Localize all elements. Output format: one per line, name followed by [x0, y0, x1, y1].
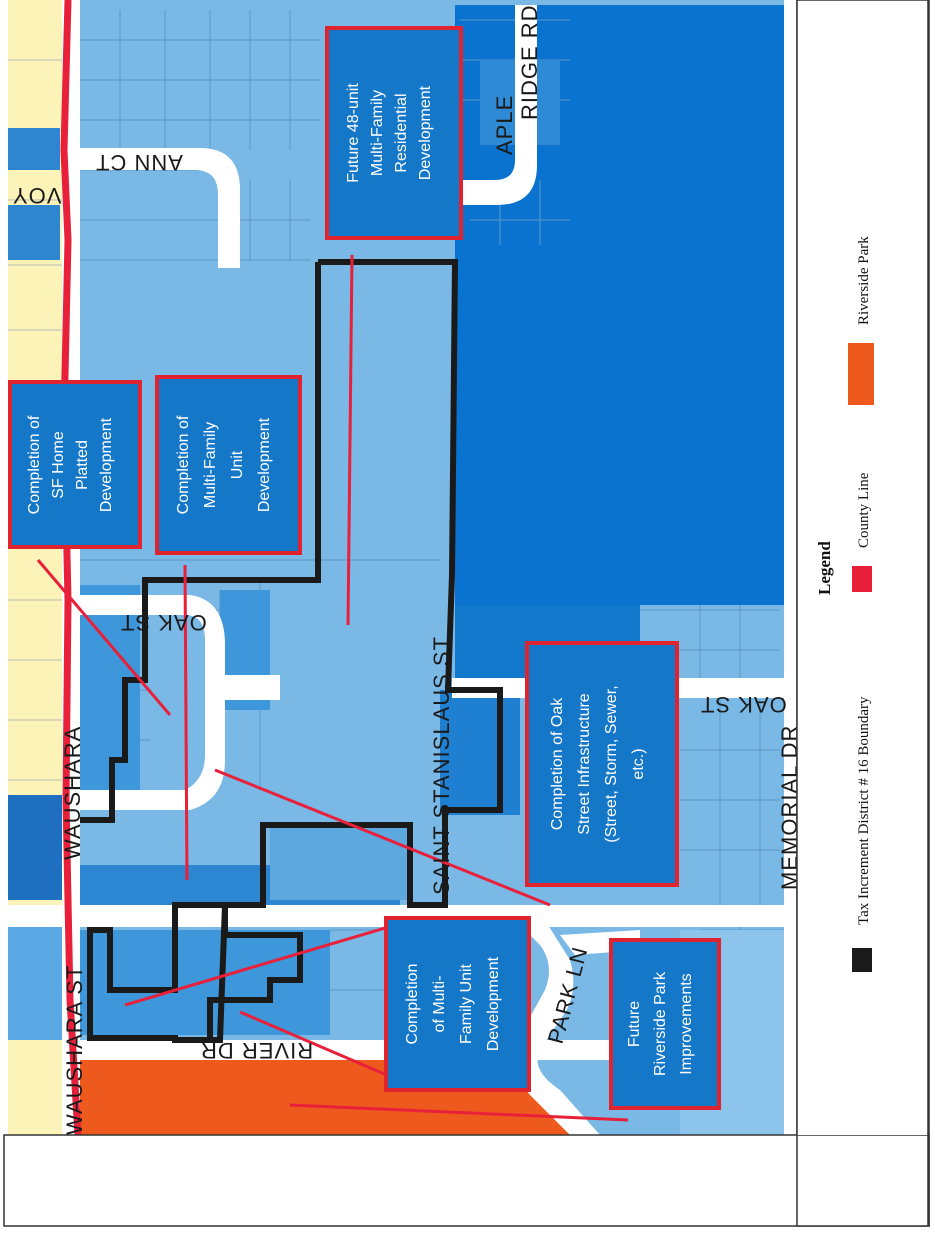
- legend-label-county: County Line: [856, 472, 872, 548]
- street-label-ridge-rd: RIDGE RD: [517, 4, 542, 120]
- outside-parcel-blue: [8, 128, 60, 170]
- red-box-icon: [852, 566, 872, 592]
- legend-label-riverside: Riverside Park: [856, 236, 872, 325]
- leader-mf-top: [183, 564, 189, 881]
- black-box-icon: [852, 948, 872, 972]
- callout-line: of Multi-: [431, 976, 448, 1033]
- street-label-river-dr: RIVER DR: [200, 1038, 313, 1063]
- callout-line: Multi-Family: [369, 90, 386, 176]
- street-park-ln: [514, 925, 600, 1135]
- callout-line: Future 48-unit: [345, 83, 362, 183]
- street-label-oak-bottom: OAK ST: [700, 692, 787, 717]
- callout-box: [525, 641, 679, 887]
- callout-line: Street Infrastructure: [576, 693, 593, 834]
- callout-future-48-unit: Future 48-unit Multi-Family Residential …: [325, 26, 463, 240]
- callout-line: Completion of: [26, 415, 43, 514]
- leader-mf-bottom-1: [124, 926, 386, 1007]
- callout-line: Riverside Park: [652, 971, 669, 1076]
- parcel-cluster: [440, 690, 520, 815]
- callout-line: etc.): [630, 748, 647, 779]
- callout-box: [384, 916, 531, 1092]
- leader-future-48: [346, 254, 354, 626]
- street-label-voy: VOY: [12, 183, 61, 208]
- street-label-ann-ct: ANN CT: [95, 150, 183, 175]
- page-bottom-frame: [3, 1134, 930, 1227]
- street-label-oak-top: OAK ST: [120, 610, 207, 635]
- tid-boundary: [80, 259, 503, 1043]
- callout-line: Family Unit: [458, 963, 475, 1044]
- callout-box: [155, 375, 302, 555]
- legend-panel: Legend Tax Increment District # 16 Bound…: [3, 0, 930, 1227]
- parcel-cluster: [270, 825, 410, 900]
- callout-box: [609, 938, 721, 1110]
- callout-line: Development: [256, 417, 273, 512]
- large-parcel: [455, 5, 784, 605]
- leader-sf-home: [36, 559, 172, 716]
- legend-title: Legend: [815, 541, 834, 595]
- callout-line: Completion: [404, 964, 421, 1045]
- callout-riverside-improvements: Future Riverside Park Improvements: [609, 938, 721, 1110]
- callout-box: [8, 380, 142, 549]
- street-label-waushara-st: WAUSHARA ST: [62, 965, 87, 1135]
- callout-line: Development: [417, 85, 434, 180]
- callout-line: Development: [485, 956, 502, 1051]
- street-label-maple: APLE: [492, 95, 517, 155]
- callout-line: Platted: [74, 440, 91, 490]
- leader-oak-street: [214, 768, 551, 907]
- leader-lines: [36, 254, 629, 1122]
- callout-line: Future: [626, 1001, 643, 1047]
- street-maple-ridge: [462, 5, 537, 205]
- callout-box: [325, 26, 463, 240]
- callout-line: (Street, Storm, Sewer,: [603, 685, 620, 842]
- callout-line: Completion of: [175, 415, 192, 514]
- callout-line: SF Home: [50, 431, 67, 499]
- callout-line: Residential: [393, 93, 410, 172]
- outside-parcel-blue: [8, 795, 66, 900]
- street-memorial-right: [700, 905, 784, 927]
- legend-label-tid: Tax Increment District # 16 Boundary: [856, 696, 872, 925]
- callout-sf-home: Completion of SF Home Platted Developmen…: [8, 380, 142, 549]
- orange-box-icon: [848, 343, 874, 405]
- callout-line: Unit: [229, 450, 246, 479]
- outside-parcel-blue: [8, 205, 60, 260]
- leader-mf-bottom-2: [239, 1010, 411, 1087]
- callout-line: Multi-Family: [202, 422, 219, 508]
- callout-mf-unit-top: Completion of Multi-Family Unit Developm…: [155, 375, 302, 555]
- street-label-waushara: WAUSHARA: [60, 726, 85, 860]
- callout-line: Completion of Oak: [549, 697, 566, 831]
- street-label-saint-stanislaus: SAINT STANISLAUS ST: [429, 636, 454, 895]
- callout-line: Development: [98, 417, 115, 512]
- leader-riverside: [289, 1103, 629, 1122]
- callout-oak-street: Completion of Oak Street Infrastructure …: [525, 641, 679, 887]
- callout-mf-unit-bottom: Completion of Multi- Family Unit Develop…: [384, 916, 531, 1092]
- outside-parcel-blue: [8, 925, 68, 1040]
- street-ann-ct: [80, 148, 240, 268]
- callout-line: Improvements: [678, 973, 695, 1074]
